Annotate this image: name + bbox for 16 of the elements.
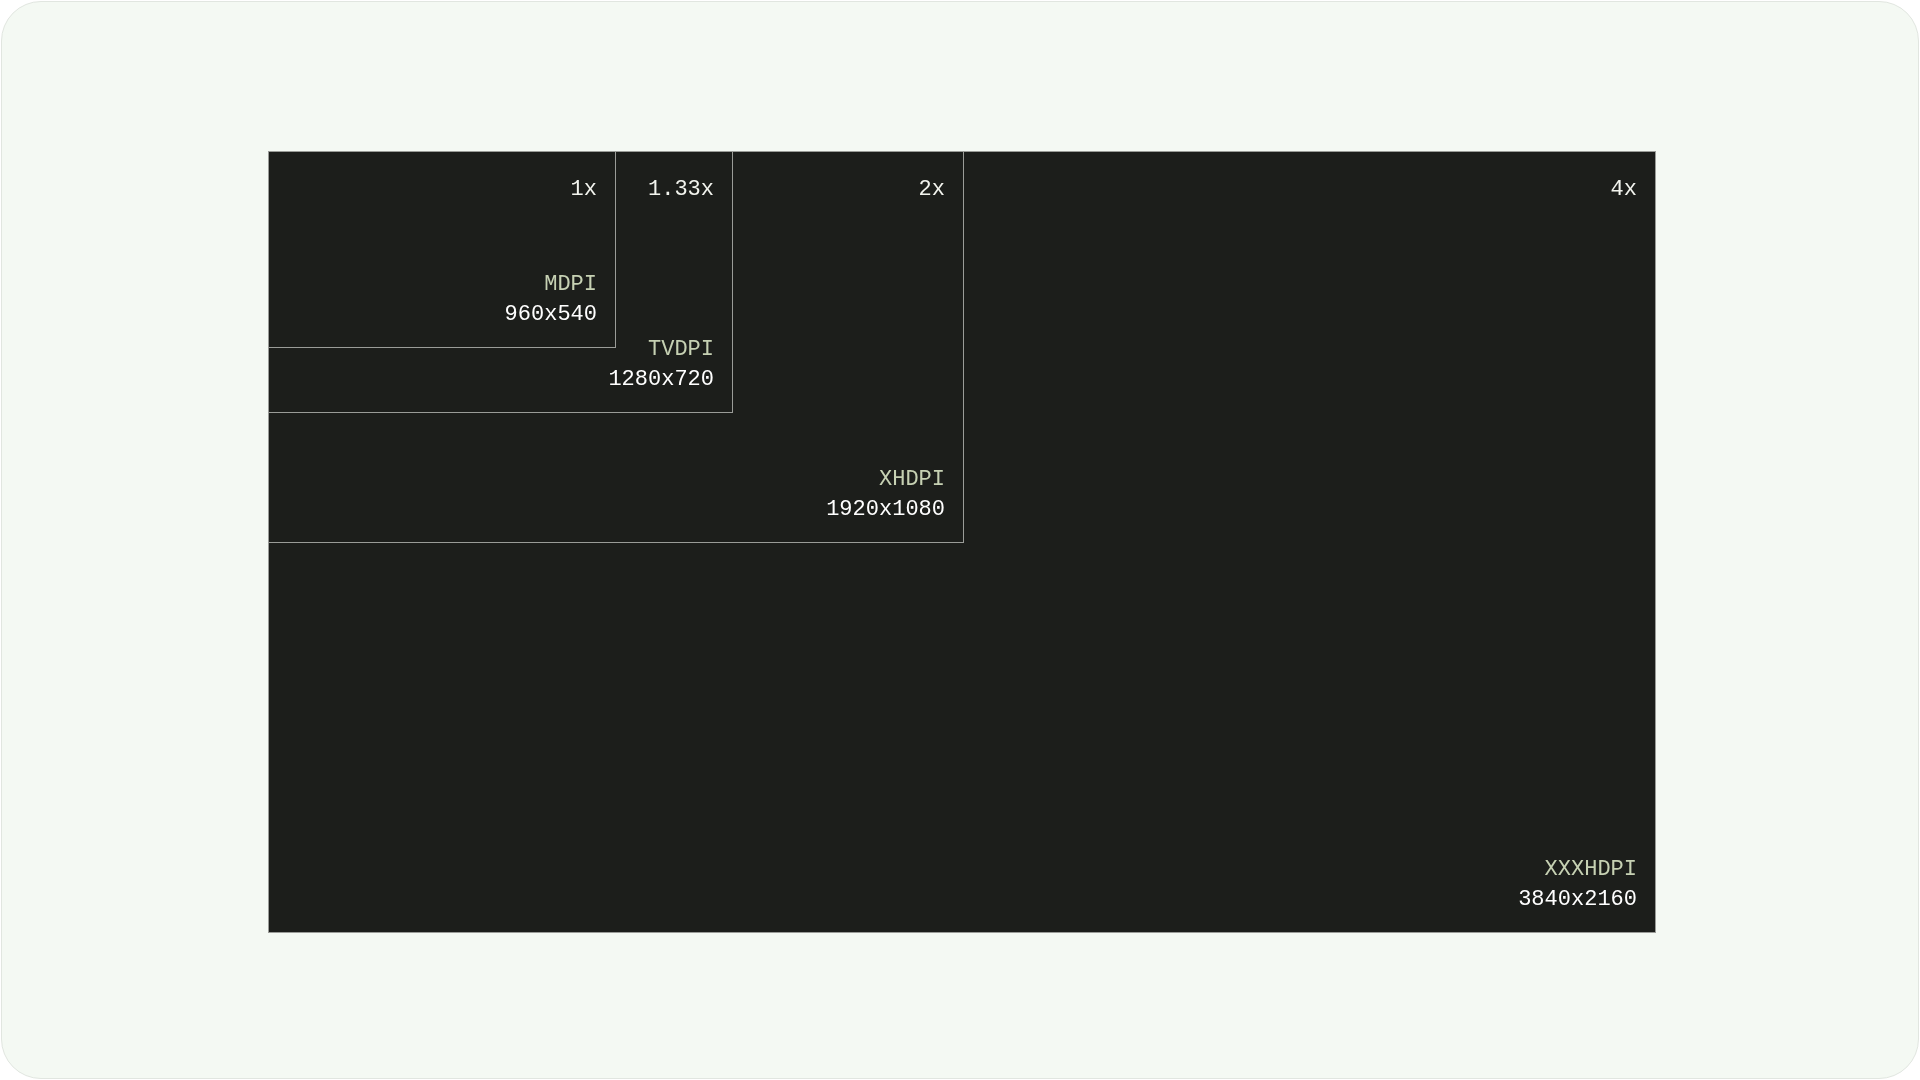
density-label: MDPI: [544, 271, 597, 299]
resolution-label: 1920x1080: [826, 496, 945, 524]
resolution-box: [268, 151, 964, 543]
resolution-box: [268, 151, 616, 348]
resolution-label: 3840x2160: [1518, 886, 1637, 914]
density-label: TVDPI: [648, 336, 714, 364]
resolution-label: 960x540: [504, 301, 597, 329]
density-label: XHDPI: [879, 466, 945, 494]
density-label: XXXHDPI: [1544, 856, 1637, 884]
resolution-label: 1280x720: [608, 366, 714, 394]
scale-factor-label: 4x: [1610, 176, 1637, 204]
scale-factor-label: 1x: [570, 176, 597, 204]
scale-factor-label: 2x: [918, 176, 945, 204]
resolution-box: [268, 151, 733, 413]
scale-factor-label: 1.33x: [648, 176, 714, 204]
resolution-box: [268, 151, 1656, 933]
